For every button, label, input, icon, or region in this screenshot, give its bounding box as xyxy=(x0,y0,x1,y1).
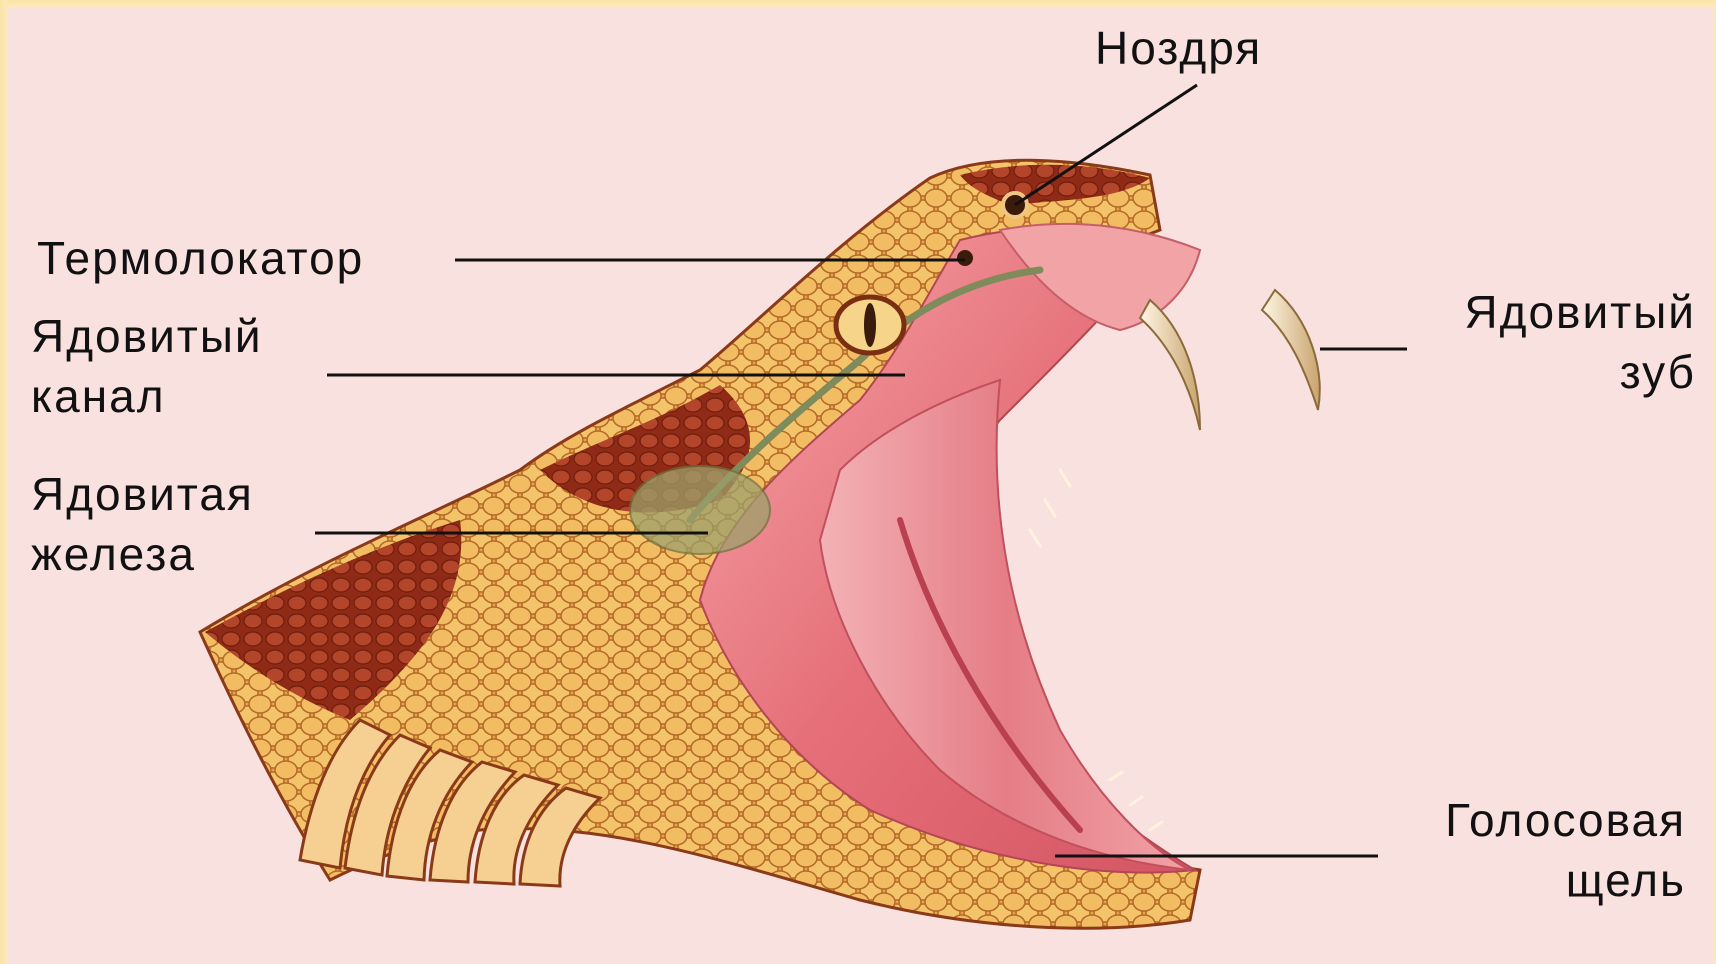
label-nostril: Ноздря xyxy=(1095,18,1262,78)
label-fang: Ядовитый зуб xyxy=(1464,282,1696,402)
venom-gland xyxy=(630,466,770,554)
label-venom-duct: Ядовитый канал xyxy=(31,306,263,426)
label-heat-sensor: Термолокатор xyxy=(37,228,364,288)
label-venom-gland: Ядовитая железа xyxy=(31,464,254,584)
fang-front xyxy=(1262,290,1320,410)
label-glottis: Голосовая щель xyxy=(1445,790,1686,910)
heat-pit xyxy=(957,250,973,266)
fang-rear xyxy=(1140,300,1200,430)
pupil xyxy=(864,303,876,347)
